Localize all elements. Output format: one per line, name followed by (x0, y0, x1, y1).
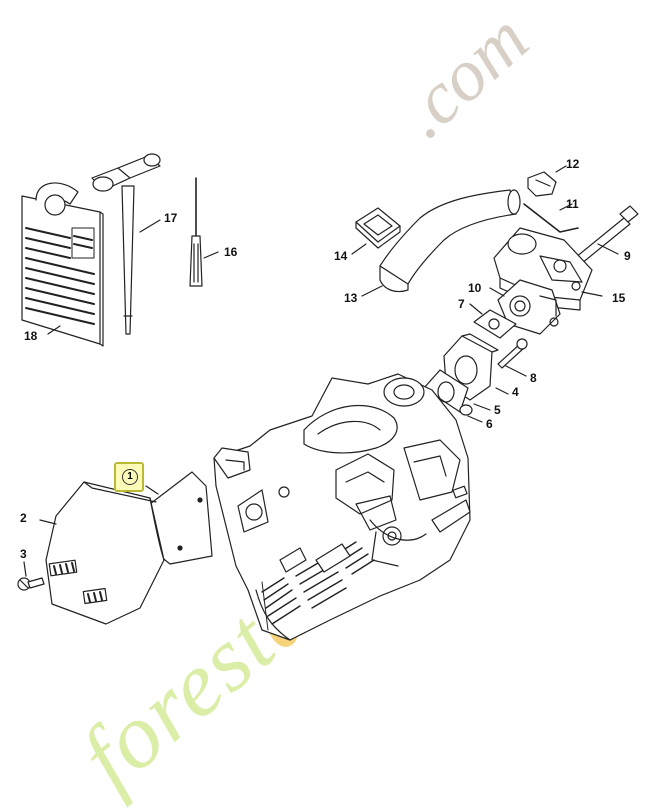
leader-11 (559, 203, 573, 211)
engine-body (213, 373, 471, 641)
callout-18[interactable]: 18 (24, 329, 38, 343)
leader-8 (505, 365, 527, 377)
callout-7[interactable]: 7 (458, 297, 465, 311)
callout-17[interactable]: 17 (164, 211, 178, 225)
part-7-gasket[interactable] (473, 309, 517, 339)
callout-2[interactable]: 2 (20, 511, 27, 525)
part-12-cap[interactable] (527, 171, 557, 197)
callout-5[interactable]: 5 (494, 403, 501, 417)
callout-8[interactable]: 8 (530, 371, 537, 385)
callout-13[interactable]: 13 (344, 291, 358, 305)
leader-10 (489, 287, 505, 297)
part-13-handle-tube[interactable] (379, 189, 521, 293)
leader-15 (581, 291, 603, 297)
part-5-gasket[interactable] (423, 369, 469, 413)
part-8-bolt[interactable] (497, 338, 528, 369)
callout-3[interactable]: 3 (20, 547, 27, 561)
leader-16 (203, 251, 219, 259)
leader-18 (47, 325, 61, 335)
leader-1 (145, 485, 159, 495)
callout-6[interactable]: 6 (486, 417, 493, 431)
part-6-gasket[interactable] (459, 404, 473, 416)
leader-7 (469, 303, 483, 315)
leader-4 (495, 387, 509, 395)
leader-13 (361, 285, 383, 297)
callout-9[interactable]: 9 (624, 249, 631, 263)
part-2-shroud-cover[interactable] (45, 481, 165, 625)
leader-2 (39, 519, 57, 525)
part-17-wrench[interactable] (91, 153, 161, 335)
leader-14 (351, 243, 367, 255)
callout-10[interactable]: 10 (468, 281, 482, 295)
part-18-instruction-card[interactable] (21, 182, 104, 347)
leader-3 (23, 561, 27, 577)
callout-4[interactable]: 4 (512, 385, 519, 399)
part-3-screw[interactable] (17, 577, 45, 591)
part-16-screwdriver[interactable] (189, 177, 203, 287)
callout-1-highlight[interactable]: 1 (114, 462, 144, 492)
leader-5 (473, 403, 491, 411)
callout-12[interactable]: 12 (566, 157, 580, 171)
leader-12 (555, 165, 567, 173)
callout-15[interactable]: 15 (612, 291, 626, 305)
part-14-grommet[interactable] (355, 207, 401, 249)
callout-14[interactable]: 14 (334, 249, 348, 263)
part-11-rod[interactable] (523, 203, 579, 233)
callout-1[interactable]: 1 (122, 469, 138, 485)
leader-17 (139, 219, 161, 233)
callout-11[interactable]: 11 (566, 197, 579, 211)
part-10-carburetor[interactable] (497, 279, 561, 335)
leader-9 (597, 243, 619, 255)
leader-6 (467, 415, 483, 423)
callout-16[interactable]: 16 (224, 245, 238, 259)
